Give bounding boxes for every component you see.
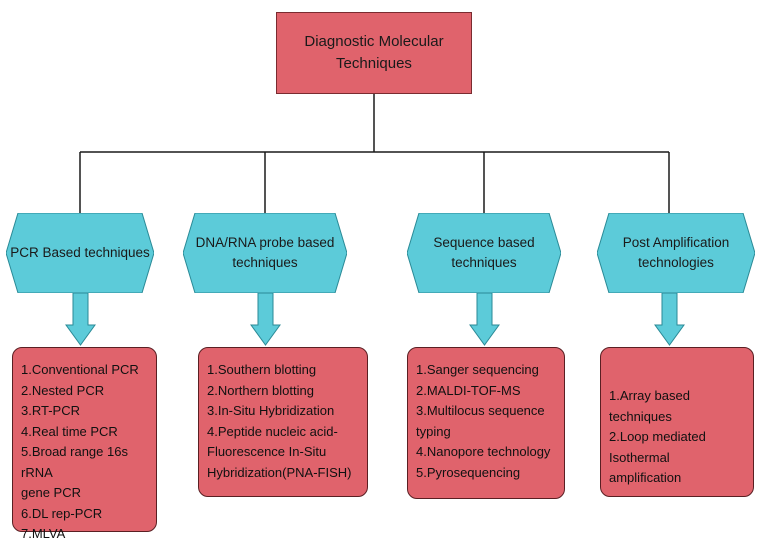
list-item: 4.Real time PCR — [21, 423, 118, 439]
list-item: 5.Broad range 16s rRNA gene PCR — [21, 444, 128, 500]
category-node-post-amplification: Post Amplification technologies — [597, 213, 755, 293]
down-arrow-icon — [654, 292, 685, 346]
list-item: 3.In-Situ Hybridization — [207, 403, 335, 418]
list-item: 5.Pyrosequencing — [416, 464, 521, 480]
list-box-probe: 1.Southern blotting 2.Northern blotting … — [198, 347, 368, 497]
list-item: 3.Multilocus sequence typing — [416, 403, 545, 439]
list-item: 2.Loop mediated Isothermal amplification — [609, 429, 706, 485]
list-box-sequence: 1.Sanger sequencing 2.MALDI-TOF-MS 3.Mul… — [407, 347, 565, 499]
category-label: Sequence based techniques — [433, 235, 535, 270]
list-item: 7.MLVA — [21, 526, 66, 541]
category-label: PCR Based techniques — [10, 245, 150, 260]
down-arrow-icon — [65, 292, 96, 346]
category-node-pcr: PCR Based techniques — [6, 213, 154, 293]
list-box-pcr: 1.Conventional PCR 2.Nested PCR 3.RT-PCR… — [12, 347, 157, 541]
down-arrow-icon — [469, 292, 500, 346]
list-box-post-amplification: 1.Array based techniques 2.Loop mediated… — [600, 347, 754, 497]
list-item: 2.Northern blotting — [207, 382, 314, 398]
root-node: Diagnostic Molecular Techniques — [276, 12, 472, 94]
list-item: 2.Nested PCR — [21, 382, 105, 398]
list-item: 1.Conventional PCR — [21, 362, 139, 377]
category-node-probe: DNA/RNA probe based techniques — [183, 213, 347, 293]
list-item: 6.DL rep-PCR — [21, 505, 103, 521]
list-item: 4.Nanopore technology — [416, 444, 551, 459]
list-item: 2.MALDI-TOF-MS — [416, 382, 521, 398]
list-item: 1.Southern blotting — [207, 362, 317, 377]
list-item: 1.Array based techniques — [609, 388, 690, 424]
list-item: 1.Sanger sequencing — [416, 362, 539, 377]
category-node-sequence: Sequence based techniques — [407, 213, 561, 293]
list-item: 3.RT-PCR — [21, 403, 80, 418]
root-label: Diagnostic Molecular Techniques — [304, 33, 444, 72]
list-item: 4.Peptide nucleic acid- Fluorescence In-… — [207, 423, 352, 480]
category-label: Post Amplification technologies — [622, 235, 730, 270]
down-arrow-icon — [250, 292, 281, 346]
category-label: DNA/RNA probe based techniques — [195, 235, 335, 270]
